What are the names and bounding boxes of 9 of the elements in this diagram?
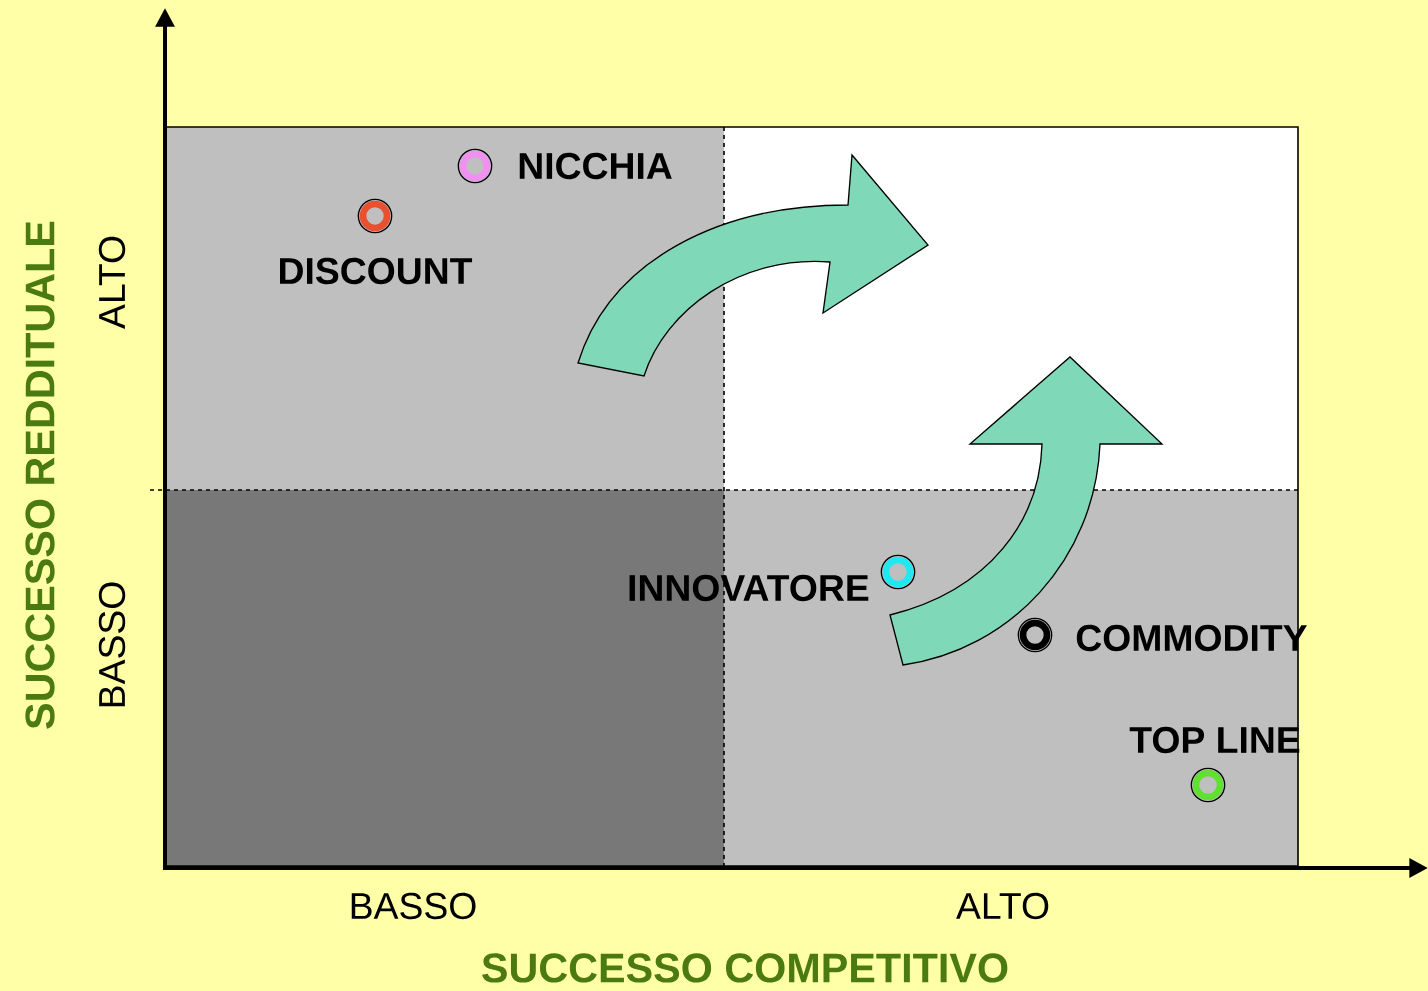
axis-title: SUCCESSO COMPETITIVO (482, 953, 1008, 983)
axis-title: SUCCESSO REDDITUALE (25, 221, 55, 729)
point-label: INNOVATORE (629, 574, 869, 602)
axis-label: ALTO (956, 892, 1049, 920)
axis-label: ALTO (98, 236, 126, 329)
point-label: DISCOUNT (280, 257, 473, 285)
axis-label: BASSO (98, 582, 126, 707)
axis-label: BASSO (351, 892, 476, 920)
point-label: NICCHIA (519, 152, 672, 180)
